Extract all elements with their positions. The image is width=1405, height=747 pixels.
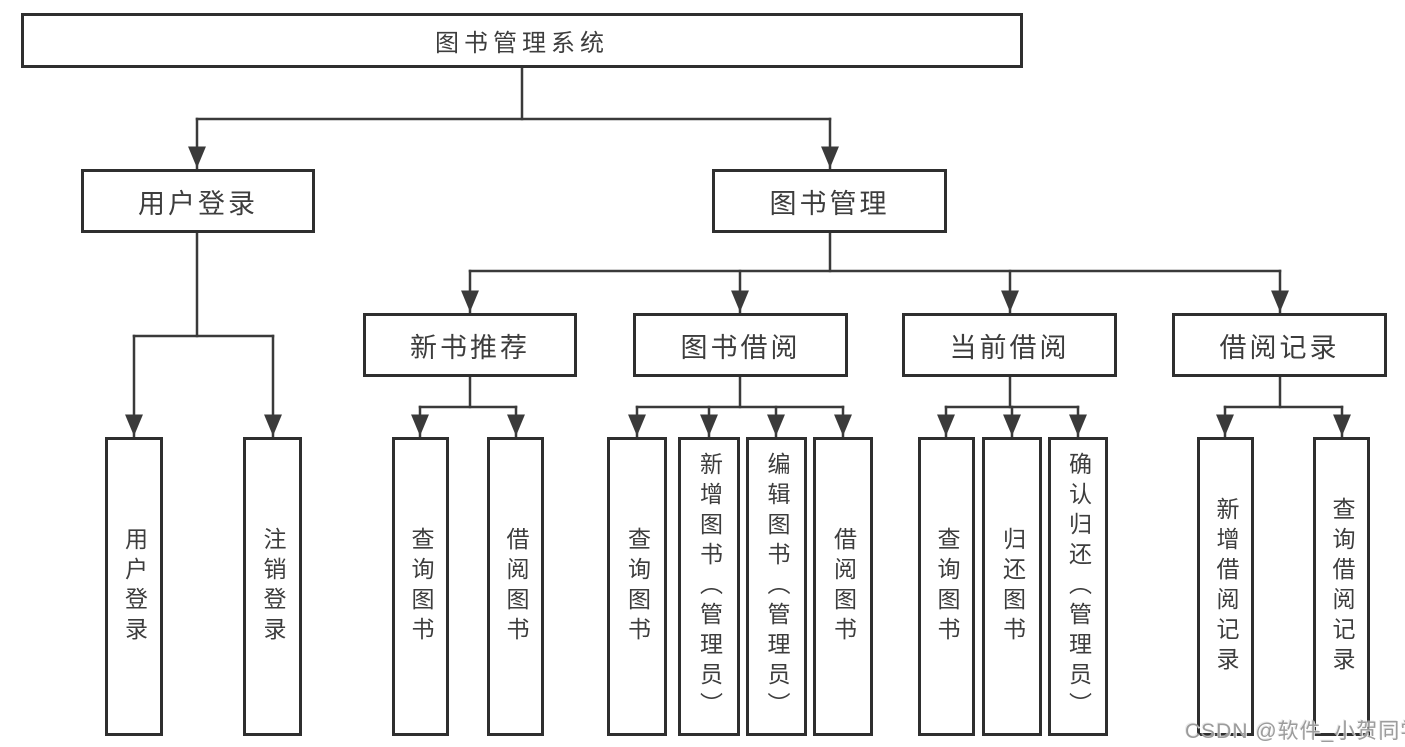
leaf-borrowing-borrow-books: 借阅图书 — [813, 437, 873, 736]
leaf-records-query-record: 查询借阅记录 — [1313, 437, 1370, 736]
leaf-borrowing-add-books-admin: 新增图书（管理员） — [678, 437, 740, 736]
leaf-recommend-borrow-books: 借阅图书 — [487, 437, 544, 736]
node-current-borrowing: 当前借阅 — [902, 313, 1117, 377]
csdn-watermark: CSDN @软件_小贺同学 — [1185, 720, 1405, 743]
node-book-borrowing: 图书借阅 — [633, 313, 848, 377]
node-user-login: 用户登录 — [81, 169, 315, 233]
node-borrowing-records: 借阅记录 — [1172, 313, 1387, 377]
leaf-current-confirm-return-admin: 确认归还（管理员） — [1048, 437, 1108, 736]
leaf-recommend-query-books: 查询图书 — [392, 437, 449, 736]
node-new-book-recommend: 新书推荐 — [363, 313, 577, 377]
leaf-logout: 注销登录 — [243, 437, 302, 736]
node-book-management: 图书管理 — [712, 169, 947, 233]
leaf-borrowing-edit-books-admin: 编辑图书（管理员） — [746, 437, 807, 736]
leaf-current-query-books: 查询图书 — [918, 437, 975, 736]
leaf-borrowing-query-books: 查询图书 — [607, 437, 667, 736]
leaf-current-return-books: 归还图书 — [982, 437, 1042, 736]
node-library-system: 图书管理系统 — [21, 13, 1023, 68]
leaf-user-login: 用户登录 — [105, 437, 163, 736]
leaf-records-add-record: 新增借阅记录 — [1197, 437, 1254, 736]
